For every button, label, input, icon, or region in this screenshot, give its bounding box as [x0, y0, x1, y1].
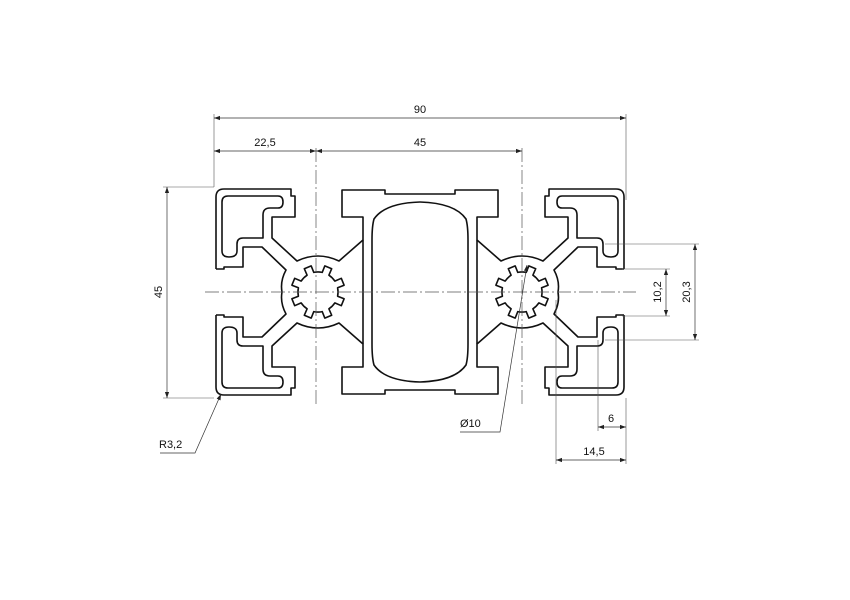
- dim-10-2: 10,2: [652, 281, 664, 302]
- dim-45-height: 45: [153, 286, 165, 298]
- dim-45-pitch: 45: [414, 137, 426, 149]
- profile-outline: [215, 188, 625, 396]
- core-gear-right: [495, 265, 549, 319]
- dim-r3-2: R3,2: [159, 439, 182, 451]
- centerlines: [205, 148, 636, 404]
- dim-90: 90: [414, 104, 426, 116]
- dimension-lines: [160, 115, 698, 463]
- dim-20-3: 20,3: [681, 281, 693, 302]
- dimension-labels: 90 22,5 45 45 20,3 10,2 6 14,5 R3,2 Ø10: [153, 104, 693, 458]
- extension-lines: [163, 114, 699, 464]
- dim-14-5: 14,5: [583, 446, 604, 458]
- dim-6: 6: [608, 413, 614, 425]
- dim-bore-10: Ø10: [460, 418, 481, 430]
- dim-22-5: 22,5: [254, 137, 275, 149]
- core-gear-left: [291, 265, 345, 319]
